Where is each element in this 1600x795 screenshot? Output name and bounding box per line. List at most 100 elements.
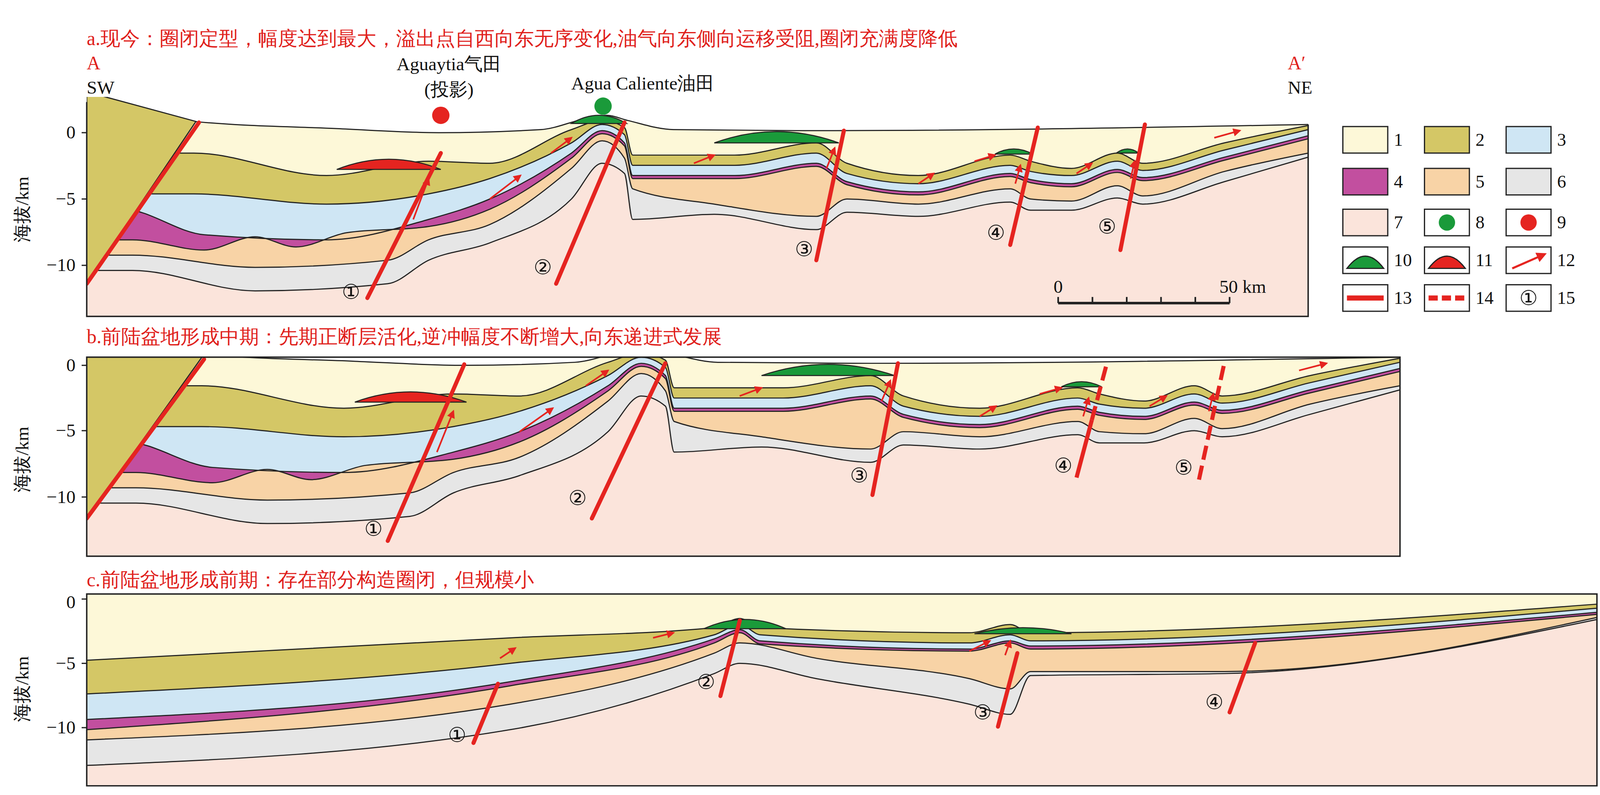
strata-layer: [86, 607, 1597, 786]
fault-number: ⑤: [1097, 215, 1117, 238]
migration-arrow: [969, 640, 991, 652]
migration-arrow: [739, 387, 762, 396]
axis-tick: [81, 598, 87, 600]
thrust-sheet: [86, 96, 196, 284]
horizon-line: [86, 607, 1597, 694]
strata-layer: [86, 603, 1597, 786]
migration-arrow: [881, 380, 891, 402]
legend-item: [1506, 126, 1551, 154]
panel-title: b.前陆盆地形成中期：先期正断层活化,逆冲幅度不断增大,向东递进式发展: [86, 325, 723, 348]
axis-tick-label: −10: [46, 255, 76, 276]
legend-swatch: [1424, 126, 1470, 154]
legend-swatch: [1343, 126, 1388, 154]
fault-line: [473, 683, 498, 743]
legend-arrow: [1512, 254, 1545, 269]
axis-tick-label: 0: [66, 591, 76, 613]
horizon-line: [86, 603, 1597, 661]
boundary-thrust: [86, 122, 199, 284]
migration-arrow: [1299, 363, 1327, 371]
field-name: Agua Caliente油田: [571, 73, 715, 94]
migration-arrow: [826, 147, 835, 169]
scale-label: 0: [1053, 276, 1064, 298]
strata-layer: [86, 617, 1597, 786]
fault-number: ④: [986, 221, 1006, 244]
legend-swatch: [1506, 284, 1551, 312]
fault-line-dashed: [1091, 362, 1108, 420]
migration-arrow: [1005, 640, 1011, 656]
axis-tick: [81, 429, 87, 431]
oil-reservoir: [1061, 381, 1102, 387]
strata-layer: [86, 357, 1400, 557]
scale-tick: [1228, 296, 1231, 303]
strata-layer: [86, 612, 1597, 786]
legend-swatch: [1506, 246, 1551, 274]
gas-field-dot: [432, 106, 450, 124]
direction-label: NE: [1287, 77, 1313, 99]
legend-number: 10: [1393, 250, 1413, 271]
legend-swatch: [1343, 246, 1388, 274]
direction-label: SW: [86, 77, 115, 99]
fault-number: ④: [1054, 453, 1073, 477]
strata-layer: [86, 357, 1400, 557]
legend-swatch: [1506, 208, 1551, 236]
axis-tick: [81, 496, 87, 498]
fault-number: ⑤: [1174, 456, 1193, 479]
legend-swatch: [1424, 208, 1470, 236]
oil-reservoir: [974, 627, 1072, 634]
fault-number: ②: [568, 486, 587, 510]
legend-reservoir: [1346, 256, 1384, 269]
axis-tick-label: −5: [55, 188, 76, 210]
legend-number: 7: [1393, 212, 1403, 233]
horizon-line: [86, 614, 1597, 730]
scale-label: 50 km: [1219, 276, 1267, 298]
horizon-line: [86, 124, 1309, 205]
legend-number: 4: [1393, 171, 1403, 192]
strata-layer: [86, 124, 1309, 317]
legend-reservoir: [1428, 256, 1465, 269]
scale-tick: [1160, 296, 1163, 303]
strata-layer: [86, 366, 1400, 556]
fault-line: [1229, 642, 1256, 713]
oil-reservoir: [571, 115, 627, 124]
fault-number: ④: [1205, 690, 1224, 714]
thrust-sheet: [86, 357, 205, 519]
panel-frame: [86, 102, 1309, 317]
fault-line: [816, 130, 844, 261]
migration-arrow: [1039, 387, 1062, 394]
oil-field-dot: [594, 97, 612, 115]
legend-item: [1343, 284, 1388, 312]
migration-arrow: [653, 632, 674, 638]
legend-number: 8: [1475, 212, 1485, 233]
scale-tick: [1194, 296, 1197, 303]
oil-reservoir: [1116, 148, 1140, 154]
legend-fault-dashed: [1428, 295, 1465, 301]
horizon-line: [86, 120, 1309, 176]
migration-arrow: [693, 155, 715, 164]
axis-tick: [81, 264, 87, 266]
migration-arrow: [1076, 163, 1092, 174]
legend-sample-number: ①: [1519, 286, 1539, 310]
legend-number: 11: [1475, 250, 1493, 271]
section-end-label: A: [86, 52, 101, 74]
section-end-label: A′: [1287, 52, 1306, 74]
legend-swatch: [1424, 246, 1470, 274]
legend-item: [1343, 126, 1388, 154]
legend-item: [1506, 168, 1551, 195]
strata-layer: [86, 102, 1309, 317]
legend-swatch: [1424, 168, 1470, 195]
migration-arrow: [1083, 397, 1089, 417]
legend-number: 3: [1557, 129, 1567, 150]
legend-dot: [1438, 214, 1456, 231]
panel-title: c.前陆盆地形成前期：存在部分构造圈闭，但规模小: [86, 568, 534, 591]
migration-arrow: [550, 137, 572, 154]
axis-tick-label: −5: [55, 420, 76, 441]
fault-number: ③: [850, 464, 869, 487]
legend-number: 6: [1557, 171, 1567, 192]
legend-swatch: [1506, 126, 1551, 154]
fault-number: ①: [364, 517, 383, 540]
section-panel: [86, 96, 1309, 317]
migration-arrow: [1214, 130, 1240, 138]
horizon-line: [86, 612, 1597, 720]
migration-arrow: [974, 155, 995, 162]
fault-line: [1120, 124, 1146, 250]
